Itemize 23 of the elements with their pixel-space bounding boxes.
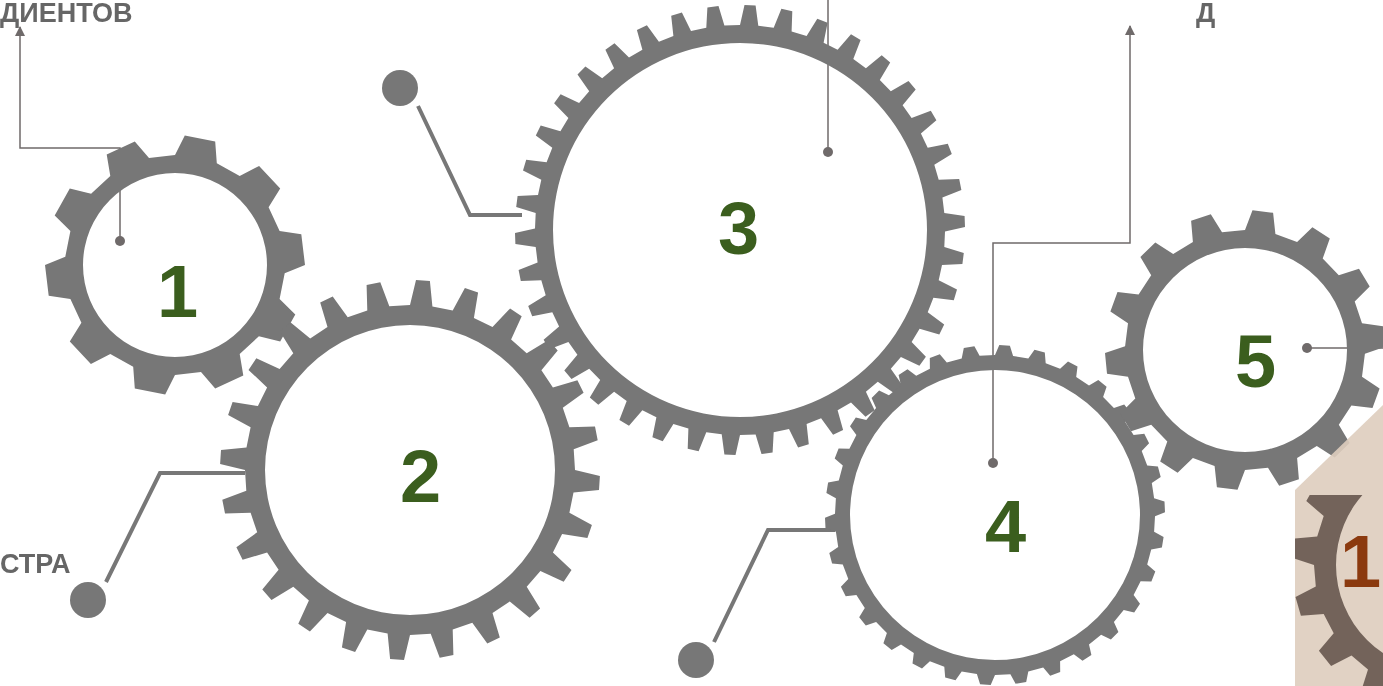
gear-shape: [1105, 210, 1383, 490]
gear-number: 3: [718, 192, 760, 266]
pin-line: [416, 105, 522, 217]
caption-text: Д: [1196, 0, 1216, 27]
gear-number: 1: [157, 255, 199, 329]
gear-shape: [515, 5, 965, 455]
pin-blob: [678, 642, 714, 678]
gear-shape: [825, 345, 1165, 685]
caption-text: СТРА: [0, 551, 71, 578]
leader-line: [823, 0, 833, 157]
pin-line: [712, 528, 835, 643]
pin-line: [104, 471, 245, 583]
gear-shape: [45, 135, 305, 395]
slide-panel: [1295, 405, 1383, 686]
gear-number: 5: [1235, 325, 1277, 399]
gear-number: 1: [1340, 525, 1382, 599]
gear-number: 2: [400, 440, 442, 514]
gear-number: 4: [985, 490, 1027, 564]
pin-blob: [382, 70, 418, 106]
pin-blob: [70, 582, 106, 618]
caption-text: ДИЕНТОВ: [0, 0, 133, 27]
leader-line: [988, 25, 1135, 468]
gear-shape: [220, 280, 600, 660]
